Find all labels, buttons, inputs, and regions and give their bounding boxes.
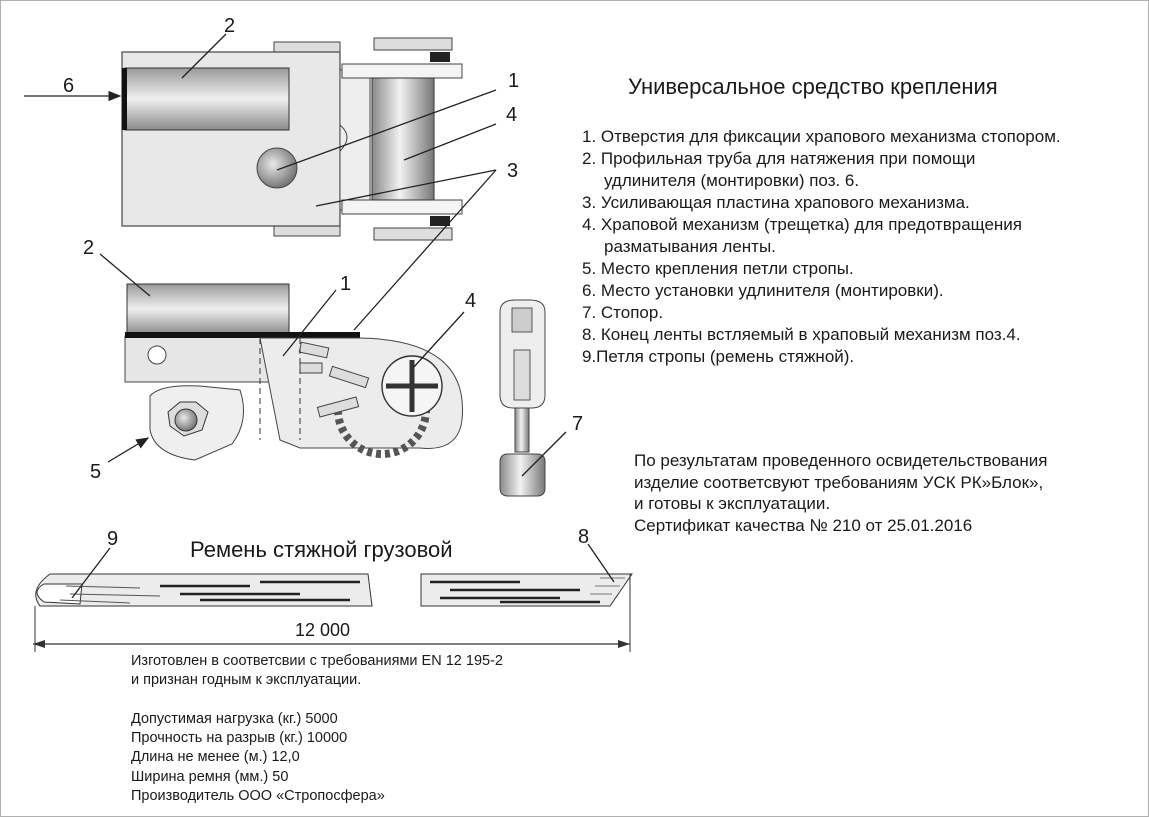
callout-4-side: 4 <box>465 290 476 312</box>
belt-drawing <box>33 569 633 652</box>
legend-item-2: 2. Профильная труба для натяжения при по… <box>582 149 976 168</box>
legend-item-1: 1. Отверстия для фиксации храпового меха… <box>582 127 1061 146</box>
stopper-part <box>499 299 546 497</box>
callout-7: 7 <box>572 413 583 435</box>
legend-item-5: 5. Место крепления петли стропы. <box>582 259 854 278</box>
legend-list: 1. Отверстия для фиксации храпового меха… <box>582 126 1061 368</box>
legend-item-4: 4. Храповой механизм (трещетка) для пред… <box>582 215 1022 234</box>
spec-strength: Прочность на разрыв (кг.) 10000 <box>131 730 348 747</box>
callout-5: 5 <box>90 461 101 483</box>
callout-3: 3 <box>507 160 518 182</box>
callout-6: 6 <box>63 75 74 97</box>
callout-1-side: 1 <box>340 273 351 295</box>
spec-load: Допустимая нагрузка (кг.) 5000 <box>131 710 338 727</box>
callout-1-top: 1 <box>508 70 519 92</box>
belt-title: Ремень стяжной грузовой <box>190 537 453 562</box>
legend-item-2-cont: удлинителя (монтировки) поз. 6. <box>604 171 860 190</box>
callout-9: 9 <box>107 528 118 550</box>
certificate-line-4: Сертификат качества № 210 от 25.01.2016 <box>634 515 973 535</box>
callout-2-top: 2 <box>224 15 235 37</box>
legend-item-7: 7. Стопор. <box>582 303 664 322</box>
certificate-line-3: и готовы к эксплуатации. <box>634 494 831 513</box>
spec-block: Изготовлен в соответсвии с требованиями … <box>131 652 503 806</box>
spec-width: Ширина ремня (мм.) 50 <box>131 768 289 785</box>
certificate-line-2: изделие соответсвуют требованиям УСК РК»… <box>634 472 1044 492</box>
legend-item-9: 9.Петля стропы (ремень стяжной). <box>582 347 855 366</box>
ratchet-side-view <box>124 283 464 461</box>
legend-item-3: 3. Усиливающая пластина храпового механи… <box>582 193 970 212</box>
spec-maker: Производитель ООО «Стропосфера» <box>131 788 385 805</box>
certificate-block: По результатам проведенного освидетельст… <box>634 450 1047 536</box>
callout-8: 8 <box>578 526 589 548</box>
legend-item-6: 6. Место установки удлинителя (монтировк… <box>582 281 944 300</box>
spec-line-1: Изготовлен в соответсвии с требованиями … <box>131 653 503 669</box>
page-title: Универсальное средство крепления <box>628 74 998 99</box>
ratchet-top-view <box>121 37 463 241</box>
spec-length: Длина не менее (м.) 12,0 <box>131 749 300 766</box>
legend-item-8: 8. Конец ленты встляемый в храповый меха… <box>582 325 1021 344</box>
callout-4-top: 4 <box>506 104 517 126</box>
belt-length-dimension: 12 000 <box>295 620 351 640</box>
legend-item-4-cont: разматывания ленты. <box>604 237 776 256</box>
certificate-line-1: По результатам проведенного освидетельст… <box>634 451 1048 470</box>
callout-2-side: 2 <box>83 237 94 259</box>
spec-line-2: и признан годным к эксплуатации. <box>131 672 362 689</box>
